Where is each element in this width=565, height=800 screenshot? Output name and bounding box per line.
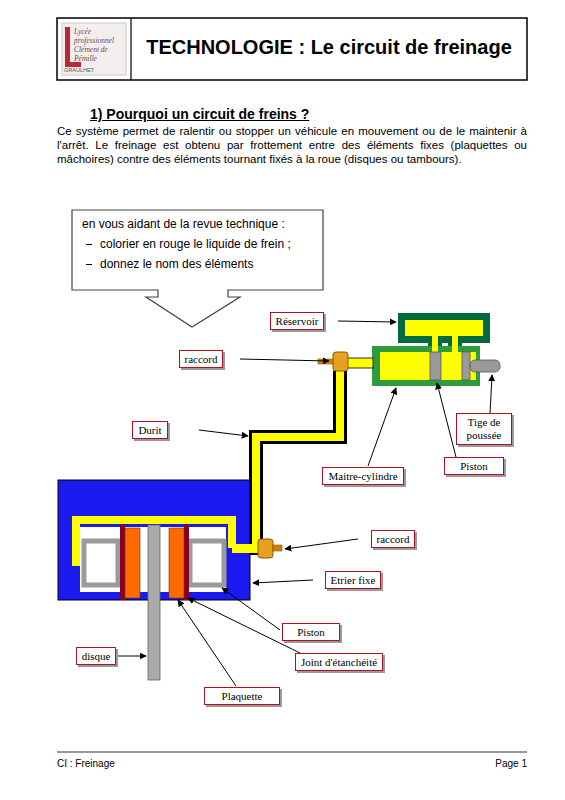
fitting: [333, 352, 348, 371]
push-rod: [470, 360, 500, 372]
part-label-box: Réservoir: [270, 312, 325, 331]
logo-text: Lycée professionnel Clément de Pémille: [74, 27, 124, 63]
part-name: Réservoir: [276, 315, 319, 328]
caliper-piston: [84, 541, 118, 585]
fitting: [258, 539, 273, 558]
disc: [148, 525, 160, 680]
part-name: Maitre-cylindre: [328, 470, 397, 483]
footer-rule: [57, 752, 527, 753]
brake-fluid: [432, 334, 438, 354]
leader-line: [222, 588, 280, 630]
seal: [120, 525, 125, 600]
brake-fluid: [380, 352, 476, 380]
brake-hose: [256, 371, 340, 548]
page-title: TECHNOLOGIE : Le circuit de freinage: [134, 36, 524, 59]
fitting-stub: [318, 359, 333, 364]
logo-text: GRAULHET: [64, 67, 124, 74]
part-name: Tige de poussée: [462, 416, 506, 441]
part-name: disque: [82, 650, 111, 663]
part-label-box: Plaquette: [204, 687, 280, 706]
leader-line: [253, 580, 313, 583]
part-label-box: Piston: [444, 457, 504, 476]
part-label-box: disque: [76, 647, 117, 666]
section-heading: 1) Pourquoi un circuit de freins ?: [90, 106, 510, 123]
leader-line: [115, 656, 146, 657]
leader-lines: [115, 321, 492, 686]
instruction-item: colorier en rouge le liquide de frein ;: [82, 236, 313, 252]
brake-pad: [169, 528, 184, 598]
caliper-piston: [190, 541, 224, 585]
leader-line: [368, 388, 396, 466]
leader-line: [437, 383, 456, 457]
instruction-text: en vous aidant de la revue technique :: [82, 216, 313, 232]
footer-text: Page 1: [327, 758, 527, 770]
part-label-box: Durit: [132, 421, 167, 440]
part-name: Piston: [288, 626, 334, 639]
instruction-item: donnez le nom des éléments: [82, 256, 313, 272]
master-piston: [430, 352, 441, 380]
bullet-dash: [86, 244, 92, 245]
instruction-callout: en vous aidant de la revue technique : co…: [72, 210, 323, 283]
reservoir: [398, 313, 490, 343]
part-label-box: Joint d'étanchéité: [295, 653, 383, 672]
part-label-box: raccord: [371, 530, 416, 549]
brake-fluid: [452, 334, 458, 354]
part-name: Joint d'étanchéité: [301, 656, 377, 669]
logo-ground: [62, 23, 126, 75]
part-name: Piston: [450, 460, 498, 473]
bullet-dash: [86, 264, 92, 265]
leader-line: [240, 359, 329, 361]
leader-line: [178, 600, 236, 686]
part-name: raccord: [185, 353, 218, 366]
brake-fluid: [256, 371, 340, 548]
part-label-box: Tige de poussée: [456, 413, 512, 444]
header-frame: [57, 18, 527, 80]
leader-line: [490, 375, 492, 414]
brake-fluid: [347, 358, 373, 368]
master-cylinder: [372, 346, 480, 386]
brake-fluid: [405, 320, 483, 336]
part-label-box: raccord: [179, 350, 224, 369]
callout-outline: [72, 210, 323, 327]
part-name: Durit: [138, 424, 161, 437]
footer-text: CI : Freinage: [57, 758, 257, 770]
master-piston: [462, 352, 470, 380]
header-divider: [130, 18, 131, 80]
part-name: Plaquette: [210, 690, 274, 703]
part-name: Etrier fixe: [331, 574, 376, 587]
part-name: raccord: [377, 533, 410, 546]
part-label-box: Piston: [282, 623, 340, 642]
seal: [184, 525, 189, 600]
fitting-stub: [273, 545, 282, 551]
part-label-box: Maitre-cylindre: [322, 467, 403, 486]
part-label-box: Etrier fixe: [325, 571, 382, 590]
brake-pad: [125, 528, 140, 598]
body-paragraph: Ce système permet de ralentir ou stopper…: [57, 125, 527, 166]
leader-line: [199, 430, 248, 436]
leader-line: [285, 539, 358, 549]
logo-mark: [65, 27, 70, 67]
leader-line: [338, 321, 396, 322]
